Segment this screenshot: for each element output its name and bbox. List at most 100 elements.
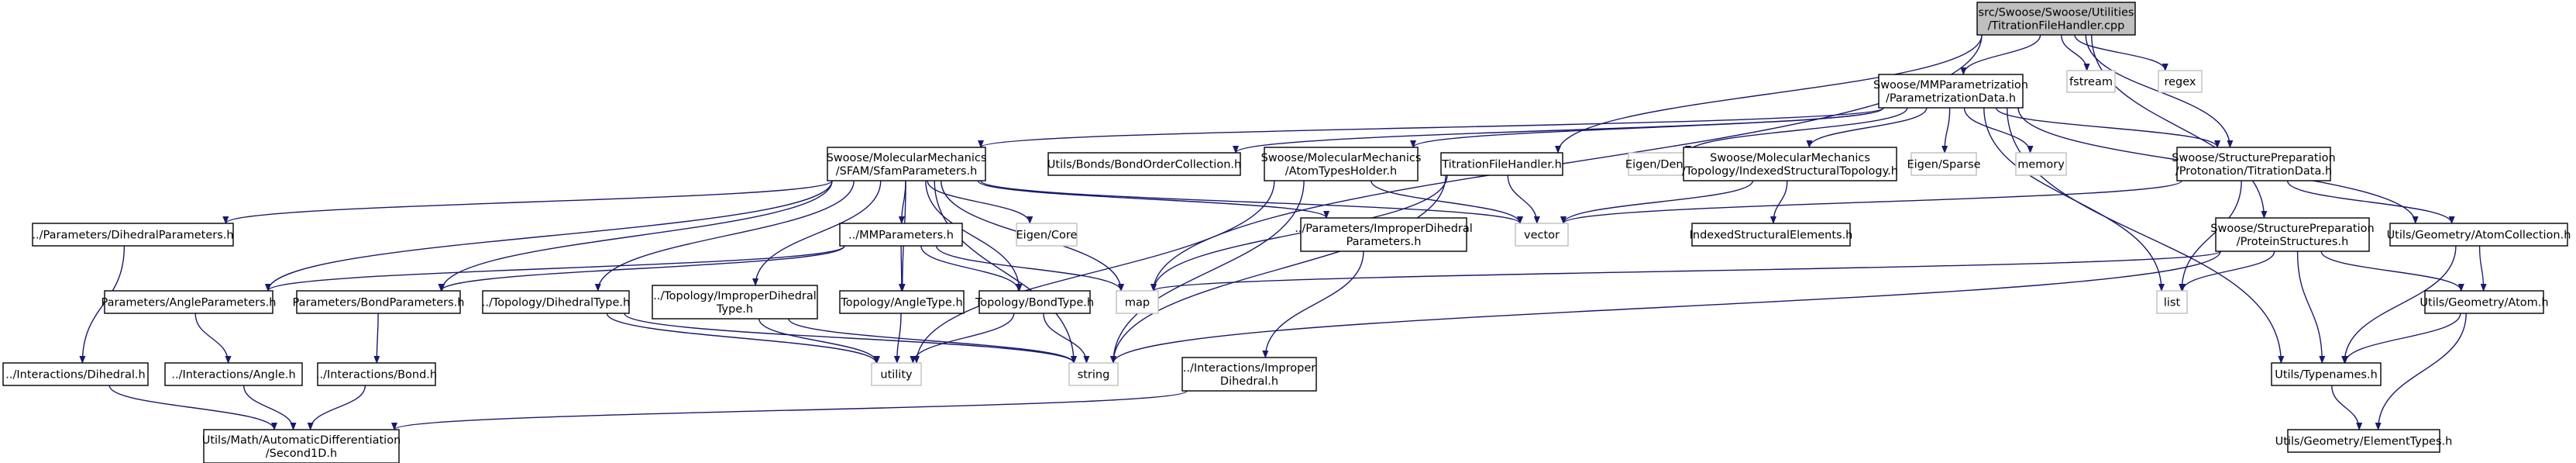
node-box <box>1976 2 2136 36</box>
node-box <box>1683 147 1897 181</box>
edge-atomcoll-to-typenames <box>2341 245 2457 364</box>
node-mmparams[interactable]: ../MMParameters.h <box>839 223 963 247</box>
node-sfamparams[interactable]: Swoose/MolecularMechanics/SFAM/SfamParam… <box>827 147 987 181</box>
node-angletype[interactable]: Topology/AngleType.h <box>839 290 965 314</box>
edge-titfile-to-string <box>1110 174 1446 364</box>
node-bond[interactable]: ../Interactions/Bond.h <box>316 362 437 386</box>
node-second1d[interactable]: Utils/Math/AutomaticDifferentiation/Seco… <box>202 429 401 463</box>
node-box <box>2389 223 2568 247</box>
node-label: Swoose/MMParametrization <box>1873 79 2028 92</box>
node-atomcoll[interactable]: Utils/Geometry/AtomCollection.h <box>2387 223 2571 247</box>
node-label: Topology/AngleType.h <box>840 297 962 309</box>
node-idxelements[interactable]: IndexedStructuralElements.h <box>1690 223 1853 247</box>
node-label: ../Parameters/DihedralParameters.h <box>32 230 233 242</box>
node-box <box>839 223 963 247</box>
edge-angle-to-second1d <box>242 385 297 430</box>
node-fstream: fstream <box>2066 70 2116 93</box>
node-atom[interactable]: Utils/Geometry/Atom.h <box>2420 290 2549 314</box>
node-typenames[interactable]: Utils/Typenames.h <box>2271 362 2382 386</box>
node-label: Dihedral.h <box>1220 375 1278 388</box>
node-angle[interactable]: ../Interactions/Angle.h <box>164 362 303 386</box>
node-box <box>1116 290 1159 314</box>
node-label: ../Parameters/ImproperDihedral <box>1295 223 1473 235</box>
node-memory: memory <box>2015 152 2067 176</box>
node-elementtypes[interactable]: Utils/Geometry/ElementTypes.h <box>2275 429 2453 453</box>
node-label: ../Interactions/Dihedral.h <box>5 369 145 382</box>
node-box <box>1300 217 1467 252</box>
node-box <box>871 362 922 386</box>
node-bondorder[interactable]: Utils/Bonds/BondOrderCollection.h <box>1047 152 1241 176</box>
node-label: Swoose/StructurePreparation <box>2172 152 2335 164</box>
node-improperparams[interactable]: ../Parameters/ImproperDihedralParameters… <box>1295 217 1473 252</box>
node-label: ../Topology/ImproperDihedral <box>653 290 817 302</box>
edge-root-to-protstruct <box>2091 34 2268 219</box>
node-dihedralparams[interactable]: ../Parameters/DihedralParameters.h <box>32 223 234 247</box>
node-map: map <box>1116 290 1159 314</box>
node-bondtype[interactable]: Topology/BondType.h <box>975 290 1094 314</box>
edge-atom-to-elementtypes <box>2375 313 2467 430</box>
node-label: Swoose/StructurePreparation <box>2210 223 2374 235</box>
node-label: Eigen/Dense <box>1625 159 1696 171</box>
node-box <box>1628 152 1694 176</box>
node-improper[interactable]: ../Interactions/ImproperDihedral.h <box>1181 357 1317 392</box>
edge-dihedraltype-to-utility <box>606 313 879 364</box>
node-label: Utils/Geometry/ElementTypes.h <box>2275 436 2453 448</box>
node-label: Type.h <box>716 303 753 316</box>
node-box <box>32 223 234 247</box>
edge-atomtypes-to-string <box>1110 180 1305 364</box>
node-protstruct[interactable]: Swoose/StructurePreparation/ProteinStruc… <box>2210 217 2375 252</box>
node-angleparams[interactable]: Parameters/AngleParameters.h <box>101 290 277 314</box>
edge-mmparams-to-bondparams <box>438 245 845 292</box>
node-protprep[interactable]: Swoose/StructurePreparation/Protonation/… <box>2172 147 2336 181</box>
node-box <box>203 429 400 463</box>
node-label: /AtomTypesHolder.h <box>1285 165 1397 178</box>
node-box <box>2287 429 2440 453</box>
node-label: regex <box>2164 76 2196 88</box>
edge-mmparams-to-angleparams <box>265 245 845 292</box>
node-titfile[interactable]: TitrationFileHandler.h <box>1440 152 1563 176</box>
node-atomtypes[interactable]: Swoose/MolecularMechanics/AtomTypesHolde… <box>1261 147 1422 181</box>
edge-improper-to-second1d <box>391 390 1188 430</box>
node-label: string <box>1078 369 1110 382</box>
node-box <box>1911 152 1977 176</box>
node-box <box>2015 152 2067 176</box>
node-idxtopo[interactable]: Swoose/MolecularMechanics/Topology/Index… <box>1682 147 1898 181</box>
node-paramdata[interactable]: Swoose/MMParametrization/Parametrization… <box>1873 74 2028 109</box>
node-label: Swoose/MolecularMechanics <box>1261 152 1422 164</box>
edge-protstruct-to-list <box>2179 251 2275 292</box>
node-vector: vector <box>1515 223 1569 247</box>
edge-root-to-paramdata <box>1960 34 2041 75</box>
edge-paramdata-to-protprep <box>1995 107 2220 148</box>
node-label: src/Swoose/Swoose/Utilities <box>1979 7 2134 19</box>
node-box <box>104 290 273 314</box>
edge-bond-to-second1d <box>307 385 366 430</box>
node-regex: regex <box>2158 70 2203 93</box>
edge-protstruct-to-typenames <box>2296 251 2326 364</box>
node-box <box>296 290 461 314</box>
node-bondparams[interactable]: Parameters/BondParameters.h <box>293 290 465 314</box>
edge-impropertype-to-utility <box>758 318 880 364</box>
edge-paramdata-to-atomtypes <box>1410 107 1884 148</box>
edge-protprep-to-atomcoll <box>2286 180 2455 224</box>
edge-layer <box>79 34 2487 430</box>
edge-sfamparams-to-angleparams <box>265 180 833 292</box>
node-box <box>2158 70 2203 93</box>
node-dihedral[interactable]: ../Interactions/Dihedral.h <box>2 362 149 386</box>
node-label: /SFAM/SfamParameters.h <box>836 165 978 178</box>
edge-paramdata-to-eigendense <box>1685 107 1908 154</box>
edge-mmparams-to-bondtype <box>920 245 1022 292</box>
edge-idxtopo-to-idxelements <box>1769 180 1788 224</box>
node-label: fstream <box>2069 76 2113 88</box>
node-label: vector <box>1524 230 1560 242</box>
node-box <box>1047 152 1241 176</box>
node-root[interactable]: src/Swoose/Swoose/Utilities/TitrationFil… <box>1976 2 2136 36</box>
node-label: ../Interactions/Bond.h <box>316 369 437 382</box>
node-box <box>2176 147 2331 181</box>
edge-paramdata-to-eigensparse <box>1941 107 1951 154</box>
node-dihedraltype[interactable]: ../Topology/DihedralType.h <box>482 290 631 314</box>
edge-bondparams-to-bond <box>373 313 380 364</box>
edge-sfamparams-to-dihedraltype <box>594 180 855 292</box>
node-label: Parameters.h <box>1346 236 1422 248</box>
edge-atomcoll-to-atom <box>2478 245 2487 292</box>
